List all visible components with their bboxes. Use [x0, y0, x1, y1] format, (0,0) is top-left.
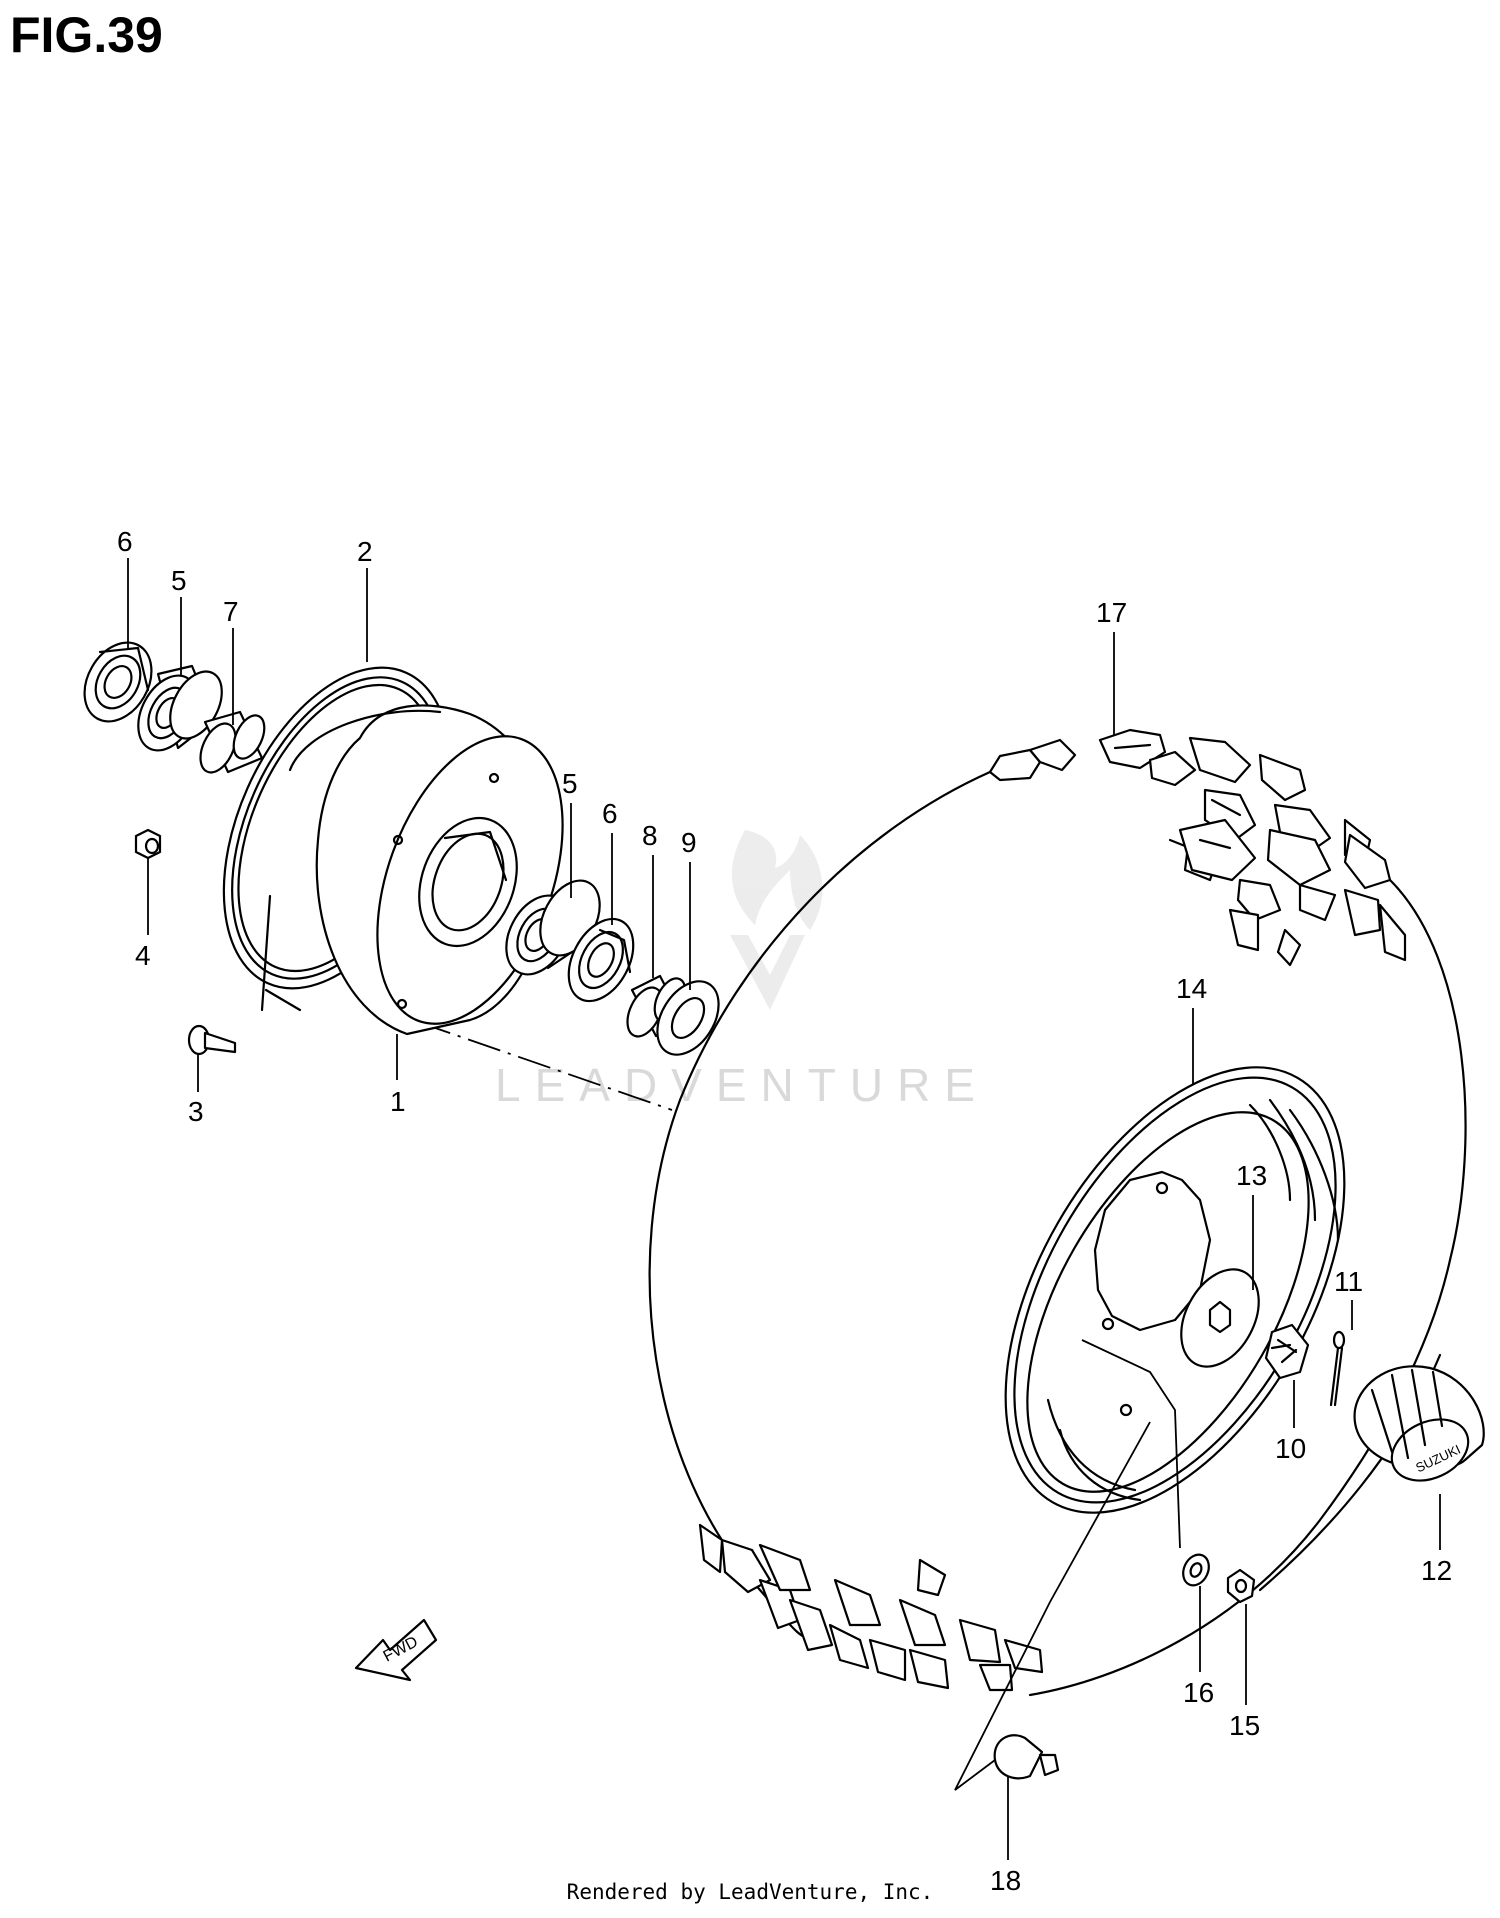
callout-1: 1 [390, 1086, 406, 1117]
callout-labels: 6 5 7 2 4 3 1 5 6 8 9 17 14 13 11 10 12 … [117, 526, 1452, 1896]
part-5-bearing-right [505, 879, 601, 976]
part-10-castle-nut [1264, 1323, 1310, 1380]
part-6-nut-right [567, 917, 635, 1003]
callout-5-right: 5 [562, 768, 578, 799]
watermark: LEADVENTURE [495, 1059, 989, 1111]
part-3-screw [187, 1024, 237, 1056]
callout-4: 4 [135, 940, 151, 971]
leader-lines [127, 558, 1441, 1860]
part-16-washer [1182, 1553, 1210, 1587]
watermark-logo [730, 830, 823, 1010]
part-15-nut [1226, 1568, 1256, 1604]
callout-15: 15 [1229, 1710, 1260, 1741]
part-7-spacer [199, 710, 266, 774]
callout-16: 16 [1183, 1677, 1214, 1708]
callout-18: 18 [990, 1865, 1021, 1896]
part-13-center-plate [1180, 1268, 1260, 1368]
callout-2: 2 [357, 536, 373, 567]
figure-title: FIG.39 [10, 7, 163, 63]
axis-line-1 [417, 1021, 673, 1111]
callout-7: 7 [223, 596, 239, 627]
part-9-washer [656, 980, 720, 1056]
callout-6-left: 6 [117, 526, 133, 557]
callout-13: 13 [1236, 1160, 1267, 1191]
footer-credit: Rendered by LeadVenture, Inc. [566, 1880, 934, 1904]
callout-14: 14 [1176, 973, 1207, 1004]
fwd-direction-arrow: FWD [354, 1618, 438, 1682]
callout-17: 17 [1096, 597, 1127, 628]
callout-9: 9 [681, 827, 697, 858]
part-6-nut-left [83, 641, 153, 723]
part-18-valve-stem [993, 1734, 1060, 1780]
part-12-hub-cap: SUZUKI [1353, 1365, 1485, 1482]
part-4-bolt [134, 828, 162, 860]
part-11-cotter-pin [1329, 1330, 1346, 1407]
callout-11: 11 [1334, 1266, 1363, 1297]
callout-12: 12 [1421, 1555, 1452, 1586]
callout-10: 10 [1275, 1433, 1306, 1464]
callout-8: 8 [642, 820, 658, 851]
callout-3: 3 [188, 1096, 204, 1127]
callout-5-left: 5 [171, 565, 187, 596]
callout-6-right: 6 [602, 798, 618, 829]
